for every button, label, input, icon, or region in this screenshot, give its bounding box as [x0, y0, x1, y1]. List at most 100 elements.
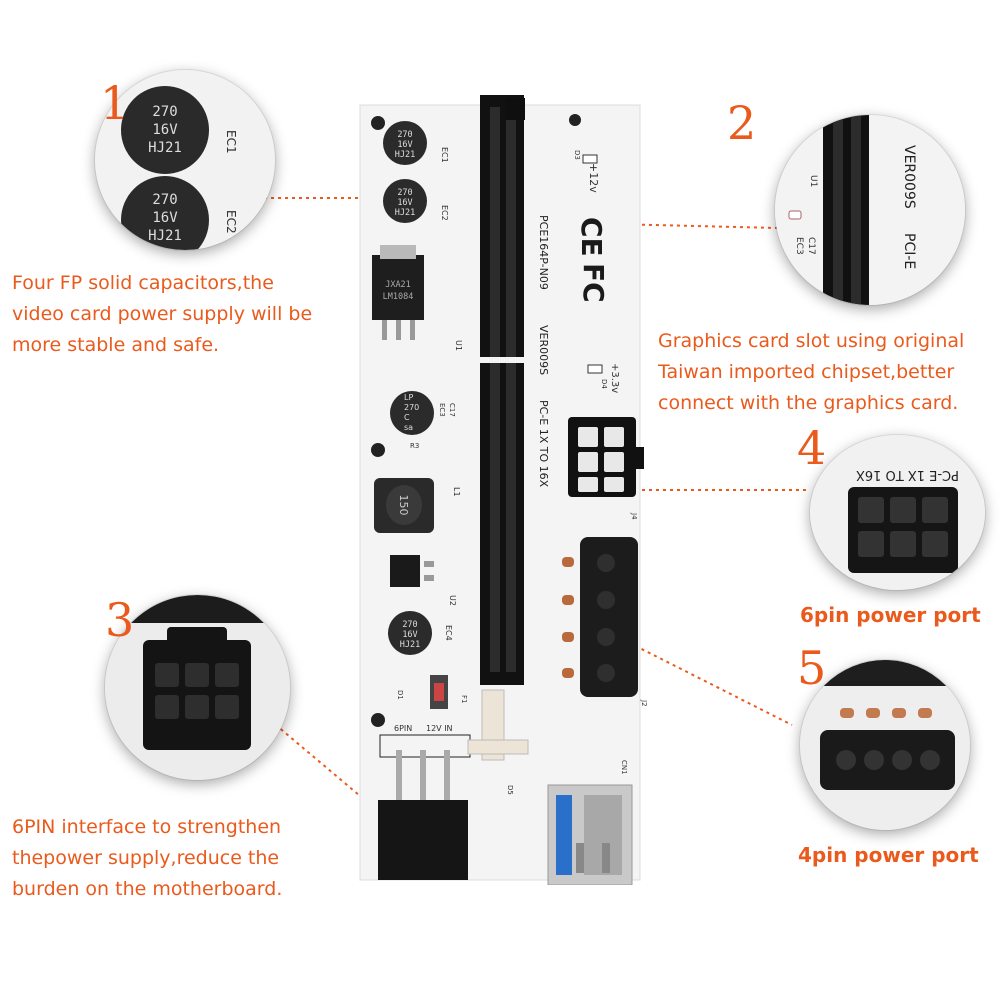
six-pin-header [378, 750, 468, 880]
zoom-ref-ec2: EC2 [224, 210, 238, 234]
callout-number-5: 5 [797, 641, 827, 695]
callout-number-3: 3 [105, 593, 135, 647]
capacitor-ec4: 270 16V HJ21 [388, 611, 432, 655]
slot-text: PC-E 1X TO 16X [537, 400, 550, 488]
caption-1-line-2: video card power supply will be [12, 303, 313, 325]
caption-2-line-2: Taiwan imported chipset,better [658, 361, 955, 383]
ce-mark: CE [575, 217, 608, 257]
cap-text-3: HJ21 [395, 208, 415, 218]
zoom-6pin-connector [143, 627, 251, 750]
cap-text-1: 270 [402, 620, 417, 630]
callout-number-2: 2 [727, 96, 757, 150]
inductor-l1: 150 [374, 478, 434, 533]
caption-2: Graphics card slot using original Taiwan… [658, 326, 964, 419]
chip-u2 [390, 555, 434, 587]
regulator-text-2: LM1084 [383, 292, 414, 302]
ref-cn1: CN1 [620, 760, 628, 775]
caption-2-line-1: Graphics card slot using original [658, 330, 965, 352]
mount-hole [371, 443, 385, 457]
capacitor-ec3: LP 270 C sa [390, 391, 434, 435]
cap-text-2: 16V [402, 630, 417, 640]
ref-ec3: EC3 [438, 403, 446, 417]
caption-1: Four FP solid capacitors,the video card … [12, 268, 312, 361]
callout-number-1: 1 [100, 76, 130, 130]
zoom-ref-u1: U1 [808, 175, 818, 187]
label-6pin-power-port: 6pin power port [800, 603, 981, 627]
zoom-cap-text-2: 16V [152, 122, 178, 138]
zoom-ref-c17: C17 [806, 237, 816, 255]
zoom-4pin-power-port [800, 660, 970, 830]
mount-hole [371, 116, 385, 130]
zoom-graphics-slot: VER009S PCI-E U1 C17 EC3 [775, 115, 965, 305]
ref-ec4: EC4 [444, 625, 453, 641]
caption-3-line-3: burden on the motherboard. [12, 878, 283, 900]
lp-text-1: LP [404, 393, 413, 402]
caption-2-line-3: connect with the graphics card. [658, 392, 959, 414]
capacitor-ec1: 270 16V HJ21 [383, 121, 427, 165]
fc-mark: FC [577, 263, 610, 303]
pcie-x16-slot [480, 95, 525, 685]
mount-hole [569, 114, 581, 126]
ref-j4: J4 [630, 512, 638, 520]
zoom-capacitor-2: 270 16V HJ21 [121, 176, 209, 250]
model-text: PCE164P-N09 [537, 215, 550, 290]
caption-3-line-2: thepower supply,reduce the [12, 847, 280, 869]
zoom-cap-text-1: 270 [152, 192, 177, 208]
twelve-v-label: 12V IN [426, 724, 453, 733]
ref-ec1: EC1 [440, 147, 449, 163]
ref-u2: U2 [448, 595, 457, 606]
zoom-capacitor-1: 270 16V HJ21 [121, 86, 209, 174]
zoom-6pin-header [105, 595, 290, 780]
zoom-6pin-power-port: PC-E 1X TO 16X [810, 435, 985, 590]
zoom-cap-text-3: HJ21 [148, 140, 182, 156]
zoom-slot-text: PC-E 1X TO 16X [856, 467, 959, 482]
cap-text-1: 270 [397, 188, 412, 198]
riser-board: 270 16V HJ21 270 16V HJ21 EC1 EC2 JXA21 … [359, 95, 648, 885]
regulator-text-1: JXA21 [385, 280, 411, 290]
zoom-cap-text-1: 270 [152, 104, 177, 120]
ref-d5: D5 [506, 785, 514, 795]
zoom-pcie: PCI-E [901, 233, 917, 269]
zoom-ref-ec3: EC3 [794, 237, 804, 255]
six-pin-label: 6PIN [394, 724, 412, 733]
zoom-capacitors: 270 16V HJ21 270 16V HJ21 EC1 EC2 [95, 70, 275, 250]
capacitor-ec2: 270 16V HJ21 [383, 179, 427, 223]
ref-f1: F1 [460, 695, 468, 703]
zoom-cap-text-2: 16V [152, 210, 178, 226]
cap-text-2: 16V [397, 140, 412, 150]
cap-text-1: 270 [397, 130, 412, 140]
version-text: VER009S [537, 325, 550, 375]
caption-1-line-3: more stable and safe. [12, 334, 220, 356]
plus12-text: +12v [587, 163, 600, 193]
six-pin-power-port [568, 417, 644, 497]
ref-c17: C17 [448, 403, 456, 417]
label-4pin-power-port: 4pin power port [798, 843, 979, 867]
zoom-molex-connector [820, 730, 955, 790]
ref-r3: R3 [410, 442, 419, 450]
ref-d4: D4 [600, 379, 608, 389]
zoom-version: VER009S [901, 145, 917, 209]
usb3-port [547, 784, 633, 885]
caption-3-line-1: 6PIN interface to strengthen [12, 816, 282, 838]
caption-1-line-1: Four FP solid capacitors,the [12, 272, 274, 294]
zoom-6pin-port [848, 487, 958, 573]
zoom-ref-ec1: EC1 [224, 130, 238, 154]
inductor-text: 150 [397, 495, 410, 516]
ref-d1: D1 [396, 690, 404, 700]
cap-text-3: HJ21 [395, 150, 415, 160]
mount-hole [371, 713, 385, 727]
lp-text-4: sa [404, 423, 413, 432]
lp-text-3: C [404, 413, 410, 422]
ref-d3: D3 [573, 150, 581, 160]
plus33-text: +3.3v [609, 363, 620, 393]
lp-text-2: 270 [404, 403, 419, 412]
cap-text-3: HJ21 [400, 640, 420, 650]
ref-l1: L1 [452, 487, 461, 497]
voltage-regulator-u1: JXA21 LM1084 [372, 245, 424, 340]
four-pin-molex-port [562, 537, 638, 697]
ref-j2: J2 [640, 699, 648, 707]
zoom-cap-text-3: HJ21 [148, 228, 182, 244]
ref-ec2: EC2 [440, 205, 449, 221]
ref-u1: U1 [454, 340, 463, 351]
callout-number-4: 4 [797, 421, 827, 475]
